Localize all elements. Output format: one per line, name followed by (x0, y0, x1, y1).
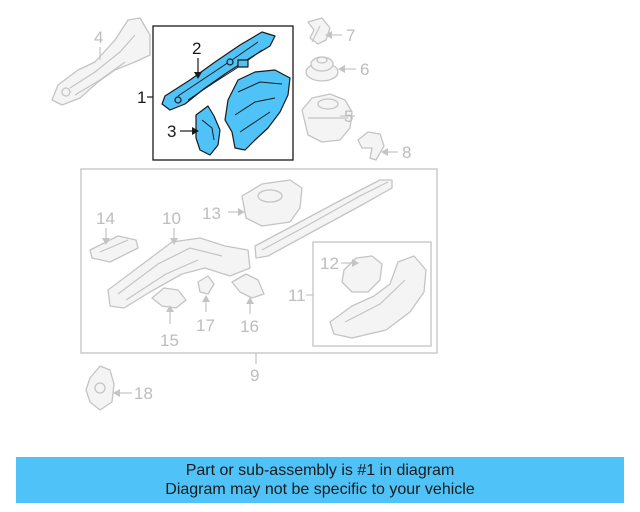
callout-4: 4 (94, 28, 103, 47)
part-3-bracket (195, 105, 221, 156)
callout-6: 6 (360, 60, 369, 79)
part-18-cover (85, 365, 115, 411)
part-8-bracket (357, 131, 385, 161)
callout-3: 3 (167, 122, 176, 141)
part-15-bracket (151, 287, 187, 309)
part-6-mount (305, 56, 339, 82)
callout-14: 14 (96, 209, 115, 228)
part-14-bracket (89, 235, 139, 263)
callout-9: 9 (250, 366, 259, 385)
part-16-bracket (231, 273, 265, 299)
callout-13: 13 (202, 204, 221, 223)
parts-diagram: 4 1 2 3 7 6 (51, 17, 438, 411)
banner-line-2: Diagram may not be specific to your vehi… (165, 481, 475, 498)
callout-18: 18 (134, 384, 153, 403)
callout-8: 8 (402, 143, 411, 162)
callout-1: 1 (137, 88, 146, 107)
part-2-rail (161, 31, 276, 111)
callout-5: 5 (344, 107, 353, 126)
part-12-bracket (341, 255, 383, 293)
callout-7: 7 (346, 26, 355, 45)
callout-10: 10 (162, 209, 181, 228)
part-7-clip (307, 17, 331, 45)
part-11-frame (312, 241, 432, 347)
part-17-clip (197, 275, 215, 295)
part-1-apron (224, 69, 291, 151)
callout-11: 11 (288, 286, 306, 305)
callout-15: 15 (160, 331, 179, 350)
callout-2: 2 (192, 39, 201, 58)
callout-17: 17 (196, 316, 215, 335)
banner-line-1: Part or sub-assembly is #1 in diagram (185, 462, 455, 479)
info-banner: Part or sub-assembly is #1 in diagram Di… (16, 457, 624, 503)
part-5-strut-tower (301, 93, 353, 143)
part-10-front-rail (107, 237, 251, 309)
part-9-rail (254, 179, 393, 259)
part-11-apron (329, 255, 427, 339)
part-9-frame (80, 168, 438, 354)
part-13-crossmember (241, 179, 303, 227)
part-1-frame (152, 25, 294, 161)
callout-12: 12 (320, 254, 339, 273)
callout-16: 16 (240, 317, 259, 336)
part-4-pillar (51, 17, 151, 106)
